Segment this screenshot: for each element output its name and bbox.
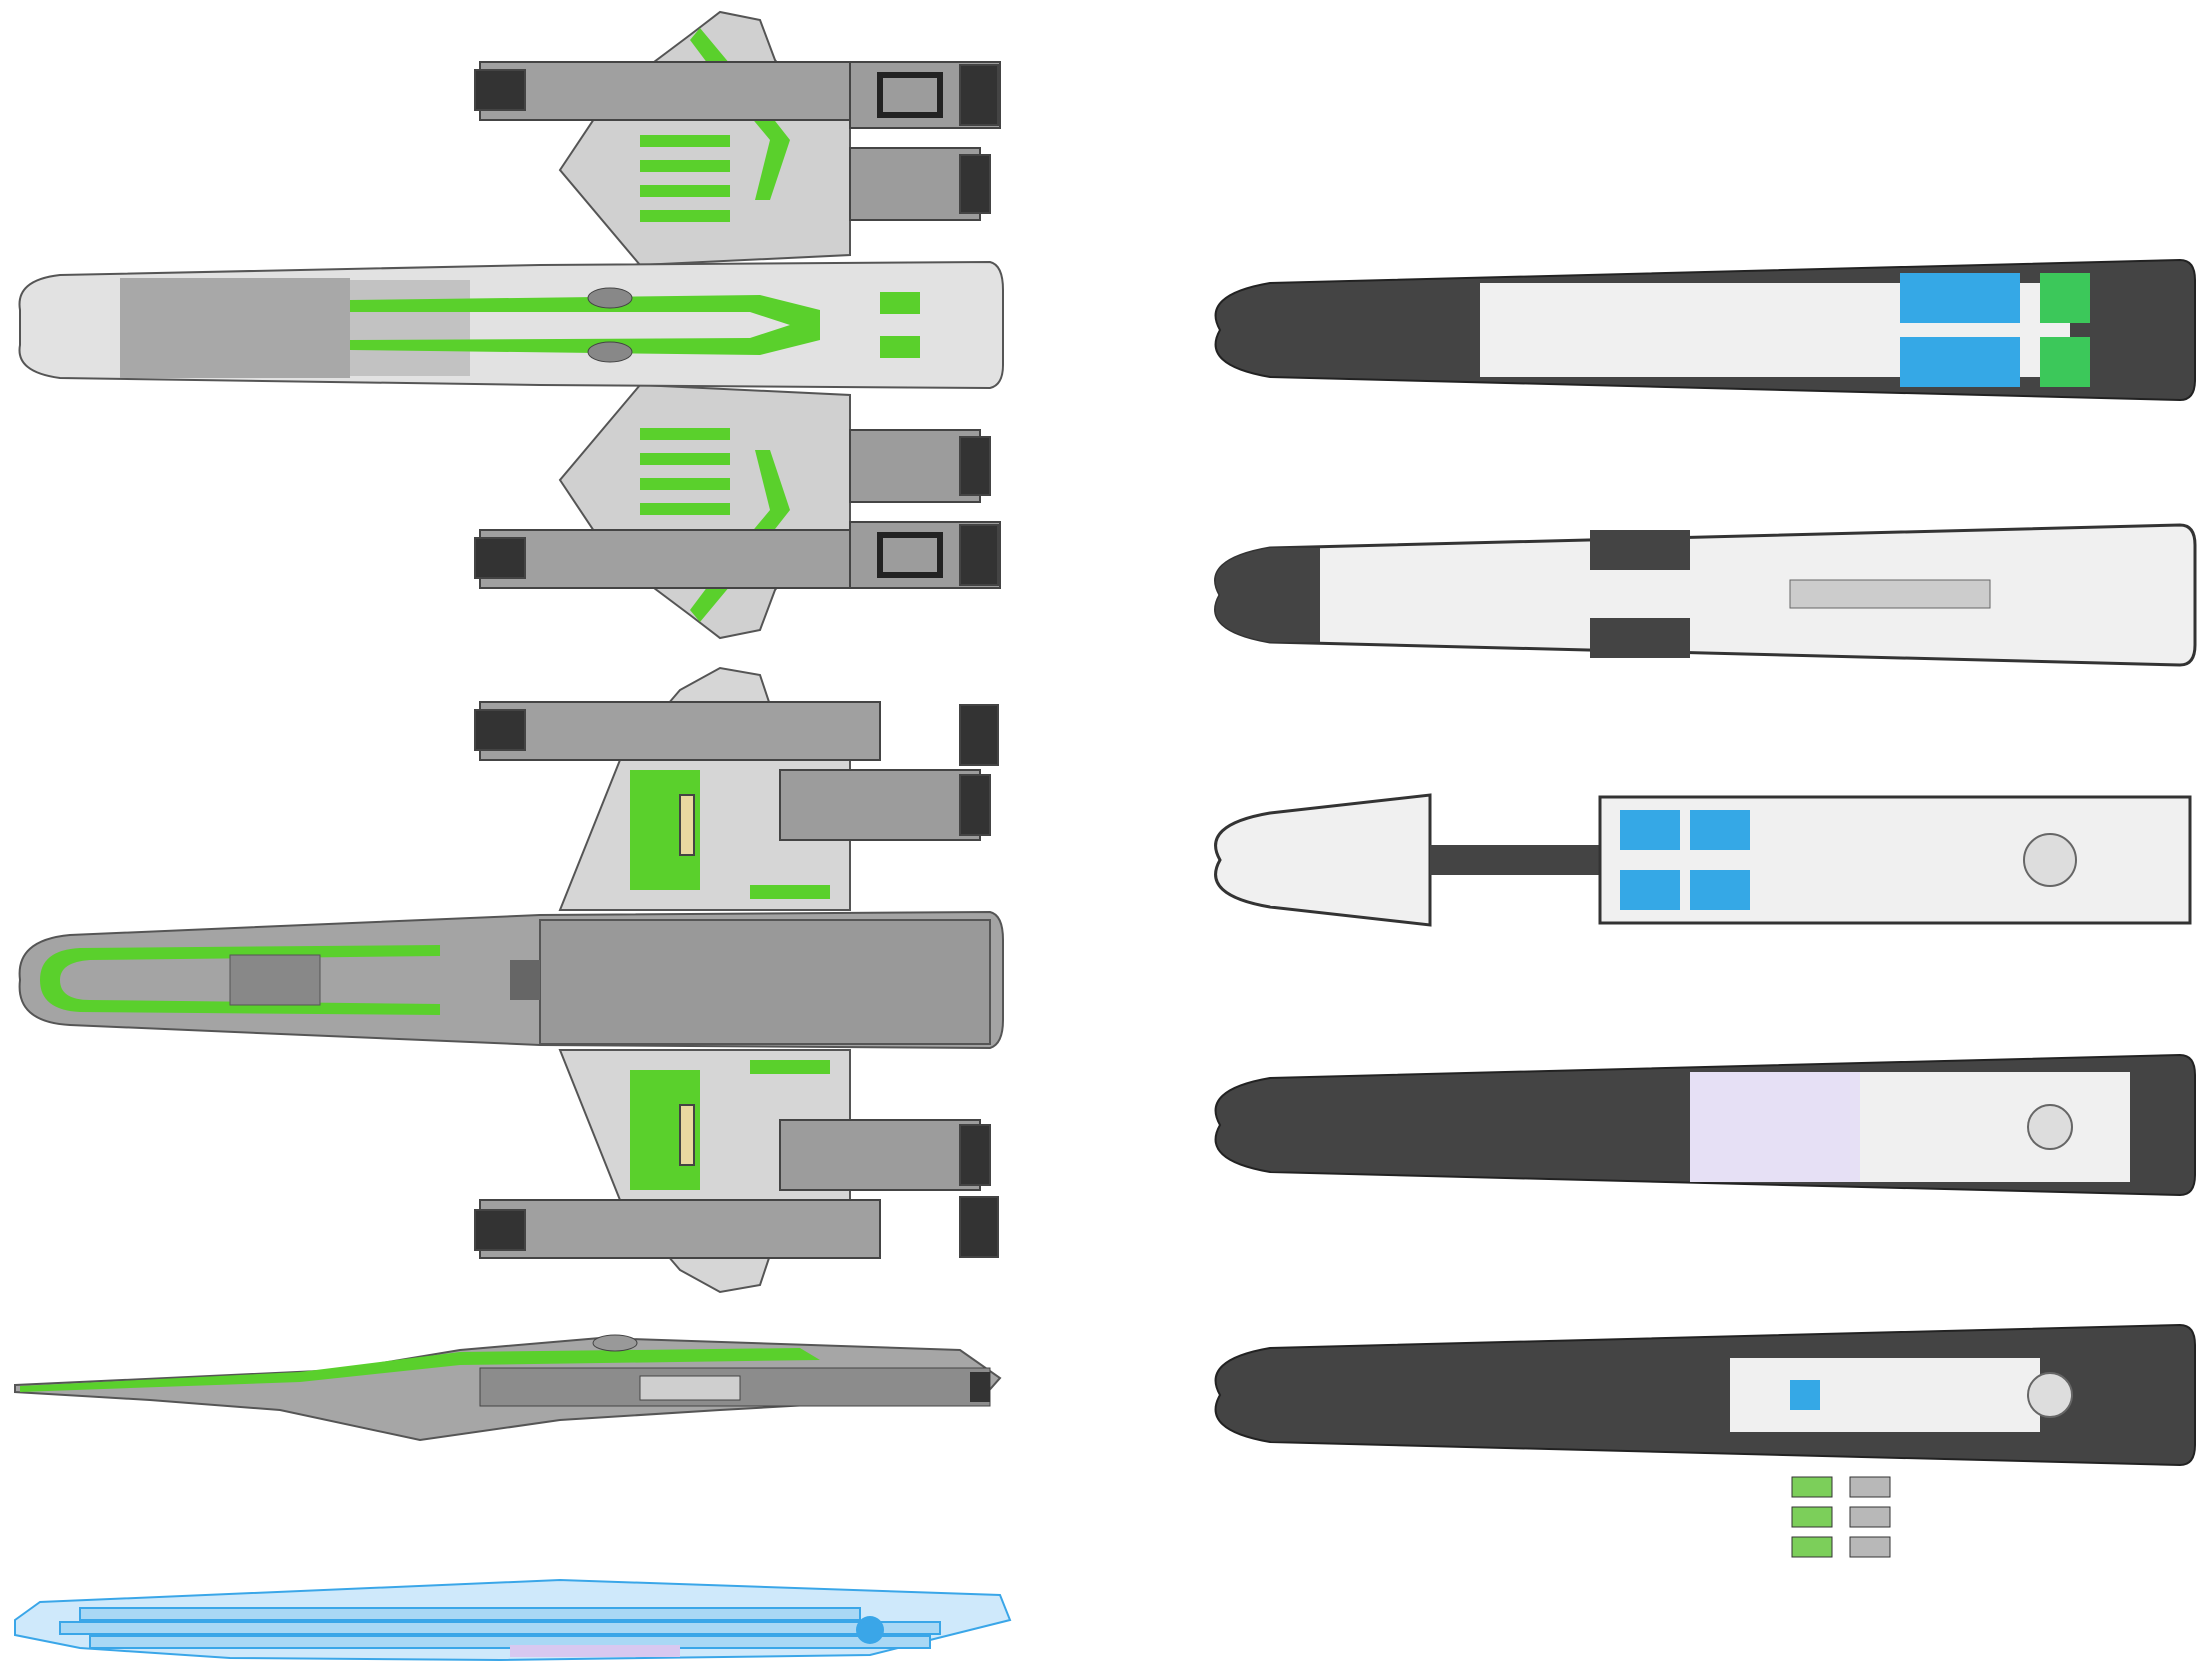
profile-green-stripe: [20, 1348, 820, 1392]
shuttle-icon: [1849, 1506, 1891, 1528]
ventral-nacelles: [474, 701, 999, 1259]
ventral-view: [18, 666, 1004, 1294]
deck-4-plan: [1214, 1053, 2196, 1197]
shuttle-icon: [1791, 1476, 1833, 1498]
deck-5-plan: [1214, 1323, 2196, 1467]
dorsal-nacelles: [474, 61, 1001, 589]
dorsal-hull-shading: [120, 278, 350, 378]
profile-view: [14, 1334, 1002, 1442]
cutaway-decks: [59, 1607, 941, 1649]
dorsal-view: [18, 10, 1004, 640]
cutaway-warp-core: [856, 1616, 884, 1644]
deck-3-plan: [1214, 793, 2192, 927]
shuttle-set: [1791, 1476, 1891, 1558]
dorsal-sensor-dome-bottom: [587, 341, 633, 363]
profile-cutaway-view: [14, 1578, 1012, 1662]
dorsal-sensor-dome-top: [587, 287, 633, 309]
shuttle-icon: [1791, 1506, 1833, 1528]
ventral-green-outline: [40, 945, 440, 1015]
shuttle-icon: [1791, 1536, 1833, 1558]
deck-2-plan: [1214, 523, 2197, 667]
dorsal-wing-panels: [640, 135, 730, 515]
shuttle-icon: [1849, 1476, 1891, 1498]
shuttle-icon: [1849, 1536, 1891, 1558]
deck-1-plan: [1214, 258, 2196, 402]
dorsal-green-chevron: [350, 295, 820, 355]
ventral-shuttlebay: [539, 919, 991, 1045]
